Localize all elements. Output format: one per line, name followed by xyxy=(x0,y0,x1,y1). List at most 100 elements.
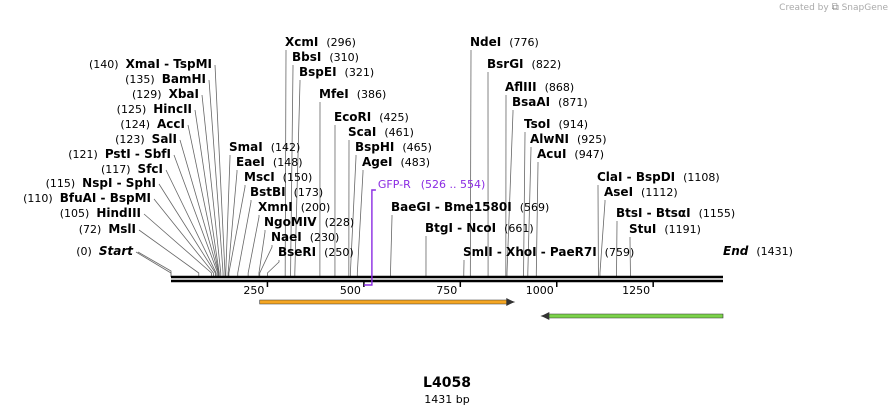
restriction-site[interactable]: BtsI - BtsαI(1155) xyxy=(616,206,735,220)
green-arrow[interactable] xyxy=(540,312,724,320)
axis-tick-label: 500 xyxy=(340,284,361,297)
restriction-site[interactable]: AgeI(483) xyxy=(362,155,430,169)
site-name[interactable]: BfuAI - BspMI xyxy=(60,191,151,205)
site-name[interactable]: SmlI - XhoI - PaeR7I xyxy=(463,245,597,259)
site-name[interactable]: AlwNI xyxy=(530,132,569,146)
site-name[interactable]: MfeI xyxy=(319,87,349,101)
leader-line xyxy=(259,245,273,277)
restriction-site[interactable]: BbsI(310) xyxy=(292,50,359,64)
site-name[interactable]: AccI xyxy=(157,117,185,131)
site-position: (914) xyxy=(558,118,588,131)
site-name[interactable]: AseI xyxy=(604,185,633,199)
restriction-site[interactable]: End(1431) xyxy=(723,244,793,258)
site-name[interactable]: MscI xyxy=(244,170,275,184)
site-name[interactable]: HindIII xyxy=(96,206,141,220)
restriction-site[interactable]: BseRI(250) xyxy=(278,245,354,259)
restriction-site[interactable]: XcmI(296) xyxy=(285,35,356,49)
restriction-site[interactable]: HindIII(105) xyxy=(60,206,141,220)
restriction-site[interactable]: PstI - SbfI(121) xyxy=(68,147,171,161)
leader-line xyxy=(294,80,301,277)
site-name[interactable]: EaeI xyxy=(236,155,265,169)
restriction-site[interactable]: EcoRI(425) xyxy=(334,110,409,124)
orange-arrow[interactable] xyxy=(259,298,516,306)
restriction-site[interactable]: SfcI(117) xyxy=(101,162,163,176)
site-position: (129) xyxy=(132,88,162,101)
restriction-site[interactable]: NspI - SphI(115) xyxy=(46,176,156,190)
restriction-site[interactable]: SmlI - XhoI - PaeR7I(759) xyxy=(463,245,634,259)
restriction-site[interactable]: AseI(1112) xyxy=(604,185,678,199)
site-name[interactable]: MslI xyxy=(108,222,136,236)
restriction-site[interactable]: NdeI(776) xyxy=(470,35,539,49)
restriction-site[interactable]: SmaI(142) xyxy=(229,140,300,154)
leader-line xyxy=(523,132,526,277)
site-name[interactable]: BsaAI xyxy=(512,95,550,109)
restriction-site[interactable]: NaeI(230) xyxy=(271,230,339,244)
restriction-site[interactable]: EaeI(148) xyxy=(236,155,303,169)
site-name[interactable]: BspEI xyxy=(299,65,337,79)
restriction-site[interactable]: XmaI - TspMI(140) xyxy=(89,57,212,71)
site-name[interactable]: End xyxy=(723,244,749,258)
site-name[interactable]: SfcI xyxy=(138,162,163,176)
restriction-site[interactable]: BspHI(465) xyxy=(355,140,432,154)
restriction-site[interactable]: ClaI - BspDI(1108) xyxy=(597,170,720,184)
site-name[interactable]: BseRI xyxy=(278,245,316,259)
site-name[interactable]: BaeGI - Bme1580I xyxy=(391,200,512,214)
restriction-site[interactable]: HincII(125) xyxy=(117,102,192,116)
restriction-site[interactable]: BtgI - NcoI(661) xyxy=(425,221,534,235)
restriction-site[interactable]: NgoMIV(228) xyxy=(264,215,354,229)
site-name[interactable]: HincII xyxy=(153,102,192,116)
restriction-site[interactable]: MscI(150) xyxy=(244,170,312,184)
restriction-site[interactable]: XmnI(200) xyxy=(258,200,330,214)
primer-gfp-r[interactable]: GFP-R(526 .. 554) xyxy=(363,178,485,286)
restriction-site[interactable]: ScaI(461) xyxy=(348,125,414,139)
site-name[interactable]: EcoRI xyxy=(334,110,371,124)
restriction-site[interactable]: BstBI(173) xyxy=(250,185,323,199)
site-name[interactable]: AgeI xyxy=(362,155,392,169)
restriction-site[interactable]: BsrGI(822) xyxy=(487,57,561,71)
restriction-site[interactable]: AccI(124) xyxy=(120,117,185,131)
site-name[interactable]: Start xyxy=(99,244,134,258)
site-name[interactable]: XbaI xyxy=(169,87,199,101)
site-name[interactable]: AflIII xyxy=(505,80,537,94)
restriction-site[interactable]: AlwNI(925) xyxy=(530,132,607,146)
site-name[interactable]: BsrGI xyxy=(487,57,524,71)
site-name[interactable]: ClaI - BspDI xyxy=(597,170,675,184)
site-name[interactable]: AcuI xyxy=(537,147,566,161)
primer-name[interactable]: GFP-R xyxy=(378,178,411,191)
site-name[interactable]: XcmI xyxy=(285,35,318,49)
site-name[interactable]: NdeI xyxy=(470,35,501,49)
restriction-site[interactable]: BsaAI(871) xyxy=(512,95,588,109)
site-name[interactable]: NaeI xyxy=(271,230,302,244)
site-name[interactable]: StuI xyxy=(629,222,656,236)
site-name[interactable]: NspI - SphI xyxy=(82,176,156,190)
restriction-site[interactable]: BspEI(321) xyxy=(299,65,374,79)
site-name[interactable]: XmaI - TspMI xyxy=(126,57,212,71)
site-name[interactable]: ScaI xyxy=(348,125,376,139)
primer-marker xyxy=(363,189,376,286)
site-name[interactable]: BtsI - BtsαI xyxy=(616,206,691,220)
site-name[interactable]: SmaI xyxy=(229,140,263,154)
site-name[interactable]: BtgI - NcoI xyxy=(425,221,496,235)
restriction-site[interactable]: MslI(72) xyxy=(79,222,136,236)
site-name[interactable]: BbsI xyxy=(292,50,321,64)
restriction-site[interactable]: BfuAI - BspMI(110) xyxy=(23,191,151,205)
site-name[interactable]: NgoMIV xyxy=(264,215,317,229)
site-name[interactable]: BspHI xyxy=(355,140,394,154)
site-name[interactable]: XmnI xyxy=(258,200,293,214)
restriction-site[interactable]: BaeGI - Bme1580I(569) xyxy=(391,200,549,214)
restriction-site[interactable]: StuI(1191) xyxy=(629,222,701,236)
site-name[interactable]: BstBI xyxy=(250,185,286,199)
restriction-site[interactable]: SalI(123) xyxy=(115,132,177,146)
restriction-site[interactable]: AcuI(947) xyxy=(537,147,604,161)
restriction-site[interactable]: AflIII(868) xyxy=(505,80,574,94)
credit-brand: SnapGene xyxy=(841,3,888,13)
restriction-site[interactable]: Start(0) xyxy=(76,244,134,258)
restriction-site[interactable]: XbaI (129) xyxy=(132,87,199,101)
site-name[interactable]: PstI - SbfI xyxy=(105,147,171,161)
restriction-site[interactable]: MfeI(386) xyxy=(319,87,386,101)
restriction-site[interactable]: BamHI(135) xyxy=(125,72,206,86)
site-name[interactable]: BamHI xyxy=(162,72,206,86)
site-name[interactable]: TsoI xyxy=(524,117,550,131)
restriction-site[interactable]: TsoI (914) xyxy=(524,117,588,131)
site-name[interactable]: SalI xyxy=(152,132,177,146)
